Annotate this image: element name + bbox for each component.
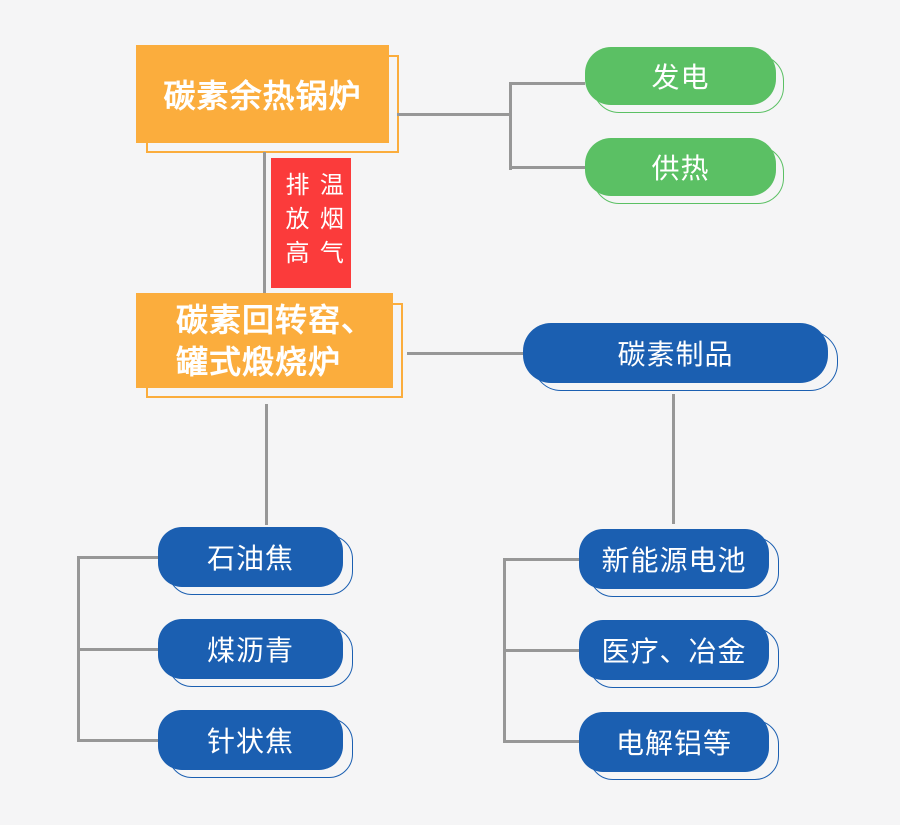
connector-kiln-to-raw: [265, 404, 268, 525]
connector-stub-heat: [509, 166, 585, 169]
node-carbon-products: 碳素制品: [523, 323, 838, 391]
kiln-label-line-2: 罐式煅烧炉: [176, 343, 342, 380]
node-heat-supply: 供热: [585, 138, 784, 204]
connector-boiler-to-kiln: [263, 152, 266, 293]
node-flue-gas-emission: 排放高 温烟气: [271, 158, 351, 288]
petroleum-coke-label: 石油焦: [206, 543, 294, 574]
flue-gas-label-column-2: 温烟气: [315, 172, 343, 274]
connector-stub-power: [509, 82, 585, 85]
connector-products-to-apps: [672, 394, 675, 524]
connector-stub-aluminum: [503, 740, 580, 743]
waste-heat-boiler-label: 碳素余热锅炉: [163, 78, 362, 114]
node-needle-coke: 针状焦: [158, 710, 353, 778]
node-new-energy-battery: 新能源电池: [579, 529, 779, 597]
connector-boiler-to-outputs: [397, 113, 510, 116]
flue-gas-label-column-1: 排放高: [281, 172, 308, 274]
node-rotary-kiln-calciner: 碳素回转窑、 罐式煅烧炉: [136, 293, 403, 398]
connector-stub-needle-coke: [77, 739, 159, 742]
new-energy-battery-label: 新能源电池: [601, 545, 747, 576]
kiln-label-line-1: 碳素回转窑、: [176, 301, 375, 338]
power-generation-label: 发电: [651, 62, 710, 93]
connector-stub-petroleum-coke: [77, 556, 159, 559]
connector-outputs-bracket: [509, 82, 512, 170]
connector-kiln-to-products: [407, 352, 523, 355]
coal-pitch-label: 煤沥青: [206, 635, 294, 666]
connector-stub-coal-pitch: [77, 648, 159, 651]
node-medical-metallurgy: 医疗、冶金: [579, 620, 779, 688]
electrolytic-aluminum-label: 电解铝等: [615, 728, 732, 759]
node-waste-heat-boiler: 碳素余热锅炉: [136, 45, 399, 153]
node-electrolytic-aluminum: 电解铝等: [579, 712, 779, 780]
connector-stub-battery: [503, 558, 580, 561]
heat-supply-label: 供热: [651, 153, 710, 184]
carbon-products-label: 碳素制品: [617, 339, 734, 370]
node-power-generation: 发电: [585, 47, 784, 113]
node-petroleum-coke: 石油焦: [158, 527, 353, 595]
needle-coke-label: 针状焦: [206, 726, 294, 757]
node-coal-pitch: 煤沥青: [158, 619, 353, 687]
connector-stub-medical: [503, 649, 580, 652]
medical-metallurgy-label: 医疗、冶金: [601, 636, 747, 667]
